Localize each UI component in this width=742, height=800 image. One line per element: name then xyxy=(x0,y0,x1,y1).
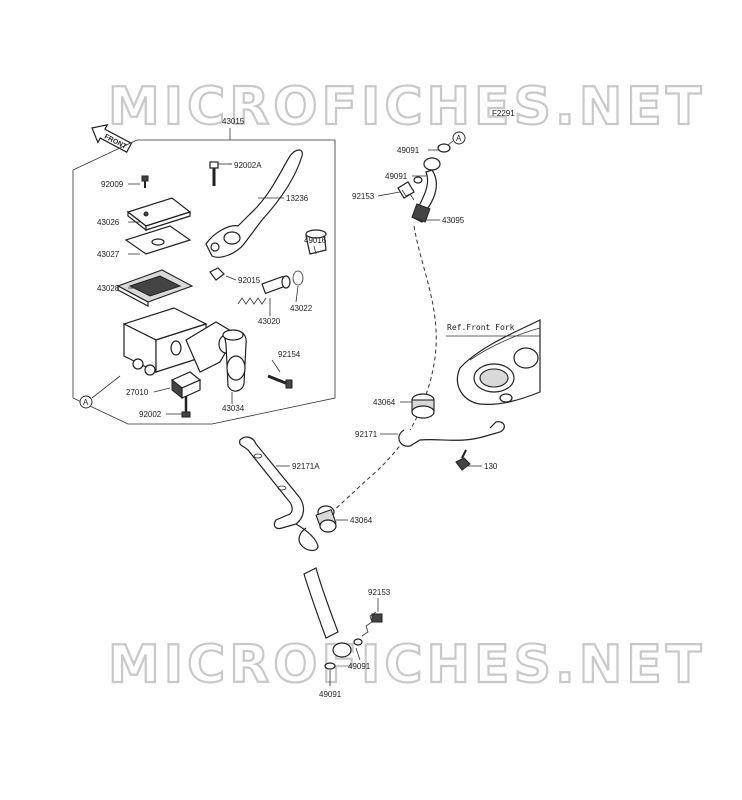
watermark-bottom: MICROFICHES.NET xyxy=(108,635,705,695)
label-92153-a: 92153 xyxy=(352,192,375,201)
label-43020: 43020 xyxy=(258,317,281,326)
label-43027: 43027 xyxy=(97,250,120,259)
banjo-fitting-top xyxy=(397,143,451,223)
watermark-top: MICROFICHES.NET xyxy=(108,77,705,137)
bolt-92002A xyxy=(209,161,219,186)
brake-hose xyxy=(331,225,437,513)
label-49091-a: 49091 xyxy=(397,146,420,155)
label-43028: 43028 xyxy=(97,284,120,293)
screw-92002 xyxy=(181,396,191,418)
connector-a-left: A xyxy=(79,375,121,409)
hose-clamp-92171 xyxy=(398,421,505,447)
label-92153-b: 92153 xyxy=(368,588,391,597)
dust-boot-49016 xyxy=(305,229,327,255)
diagram-code: F2291 xyxy=(492,109,515,118)
grommet-upper xyxy=(411,393,435,419)
front-fork-reference xyxy=(456,319,541,405)
label-92171A: 92171A xyxy=(292,462,320,471)
label-92154: 92154 xyxy=(278,350,301,359)
label-92015: 92015 xyxy=(238,276,261,285)
screw-92154 xyxy=(267,374,293,389)
piston-kit xyxy=(237,275,291,305)
screw-92009 xyxy=(141,175,149,188)
label-43034: 43034 xyxy=(222,404,245,413)
clamp-holder xyxy=(222,329,247,392)
label-92171: 92171 xyxy=(355,430,378,439)
connector-a-left-letter: A xyxy=(83,398,89,407)
label-13236: 13236 xyxy=(286,194,309,203)
label-92002: 92002 xyxy=(139,410,162,419)
label-43022: 43022 xyxy=(290,304,313,313)
bolt-130 xyxy=(455,449,471,471)
label-43026: 43026 xyxy=(97,218,120,227)
label-49091-b: 49091 xyxy=(385,172,408,181)
nut-92015 xyxy=(209,267,225,281)
label-43015: 43015 xyxy=(222,117,245,126)
connector-a-right: A xyxy=(447,131,466,146)
brake-switch xyxy=(170,371,202,400)
label-49091-c: 49091 xyxy=(348,662,371,671)
label-130: 130 xyxy=(484,462,498,471)
circlip-43022 xyxy=(292,270,304,286)
hose-bracket-92171A xyxy=(239,436,319,552)
grommet-lower xyxy=(315,505,337,533)
part-labels: 43015 92002A 92009 13236 43026 43027 490… xyxy=(97,117,498,699)
lower-hose-fitting xyxy=(303,567,383,670)
leader-lines-right xyxy=(276,149,482,686)
connector-a-right-letter: A xyxy=(456,134,462,143)
label-49016: 49016 xyxy=(304,236,327,245)
label-92002A: 92002A xyxy=(234,161,262,170)
label-43064-a: 43064 xyxy=(373,398,396,407)
label-43095: 43095 xyxy=(442,216,465,225)
brake-lever xyxy=(205,149,303,258)
label-27010: 27010 xyxy=(126,388,149,397)
master-cylinder-body xyxy=(122,307,237,376)
label-49091-d: 49091 xyxy=(319,690,342,699)
diaphragm xyxy=(116,269,194,307)
cap-plate xyxy=(124,225,192,255)
leader-lines-left xyxy=(128,128,317,415)
reservoir-cap xyxy=(126,197,192,232)
label-43064-b: 43064 xyxy=(350,516,373,525)
reference-note: Ref.Front Fork xyxy=(447,323,515,332)
label-92009: 92009 xyxy=(101,180,124,189)
assembly-outline xyxy=(72,139,336,425)
